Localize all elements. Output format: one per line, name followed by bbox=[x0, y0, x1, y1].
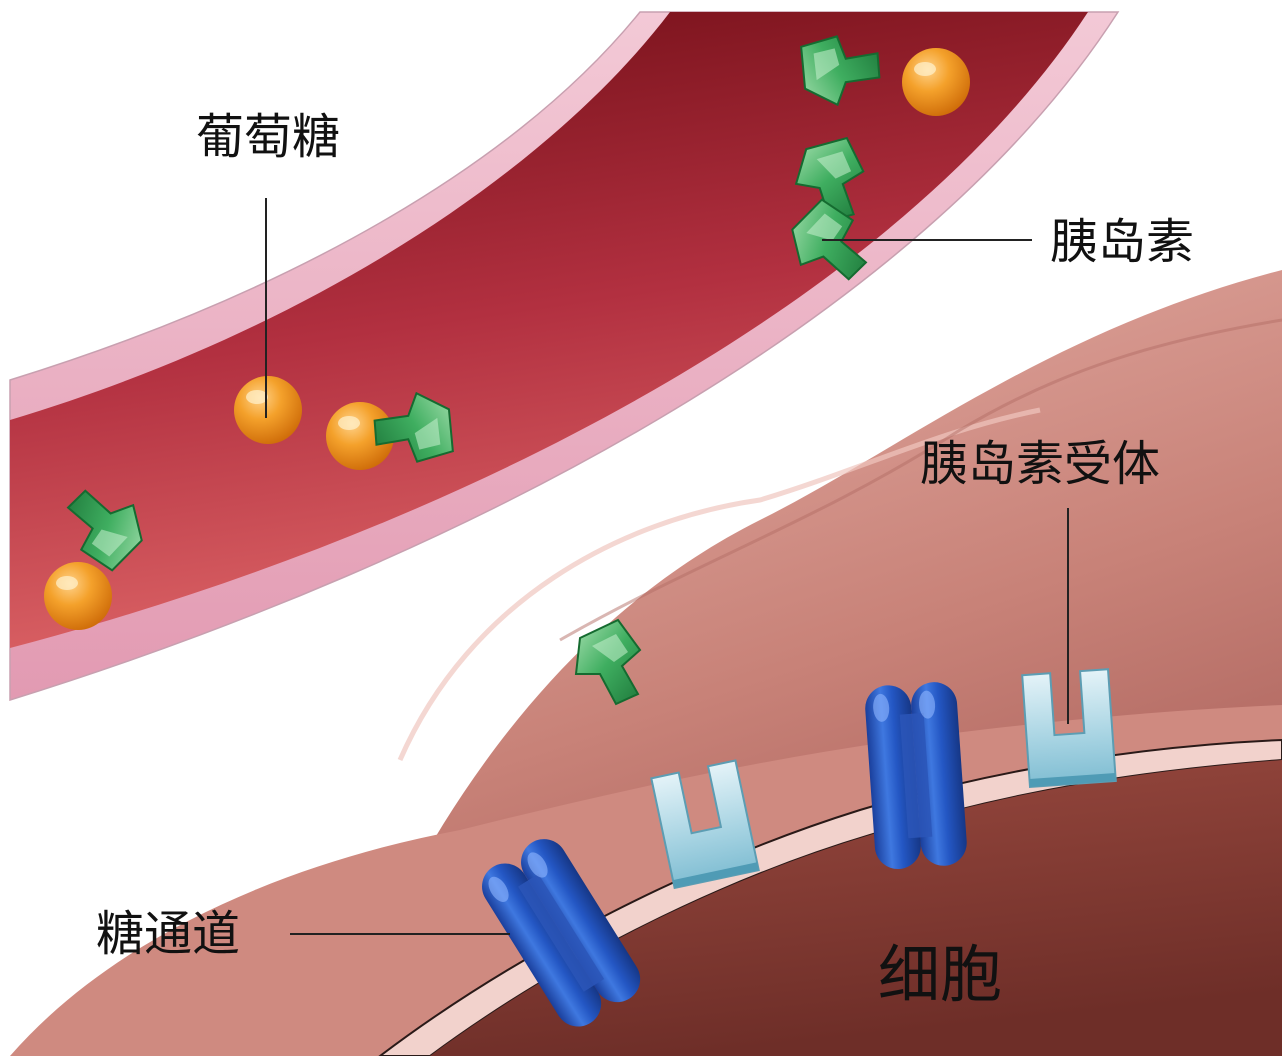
label-cell: 细胞 bbox=[878, 938, 1003, 1011]
label-glucose: 葡萄糖 bbox=[196, 109, 341, 165]
leader-lines bbox=[265, 198, 1069, 935]
label-insulin-receptor: 胰岛素受体 bbox=[920, 436, 1161, 492]
label-insulin: 胰岛素 bbox=[1050, 214, 1195, 270]
label-sugar-channel: 糖通道 bbox=[96, 906, 241, 962]
